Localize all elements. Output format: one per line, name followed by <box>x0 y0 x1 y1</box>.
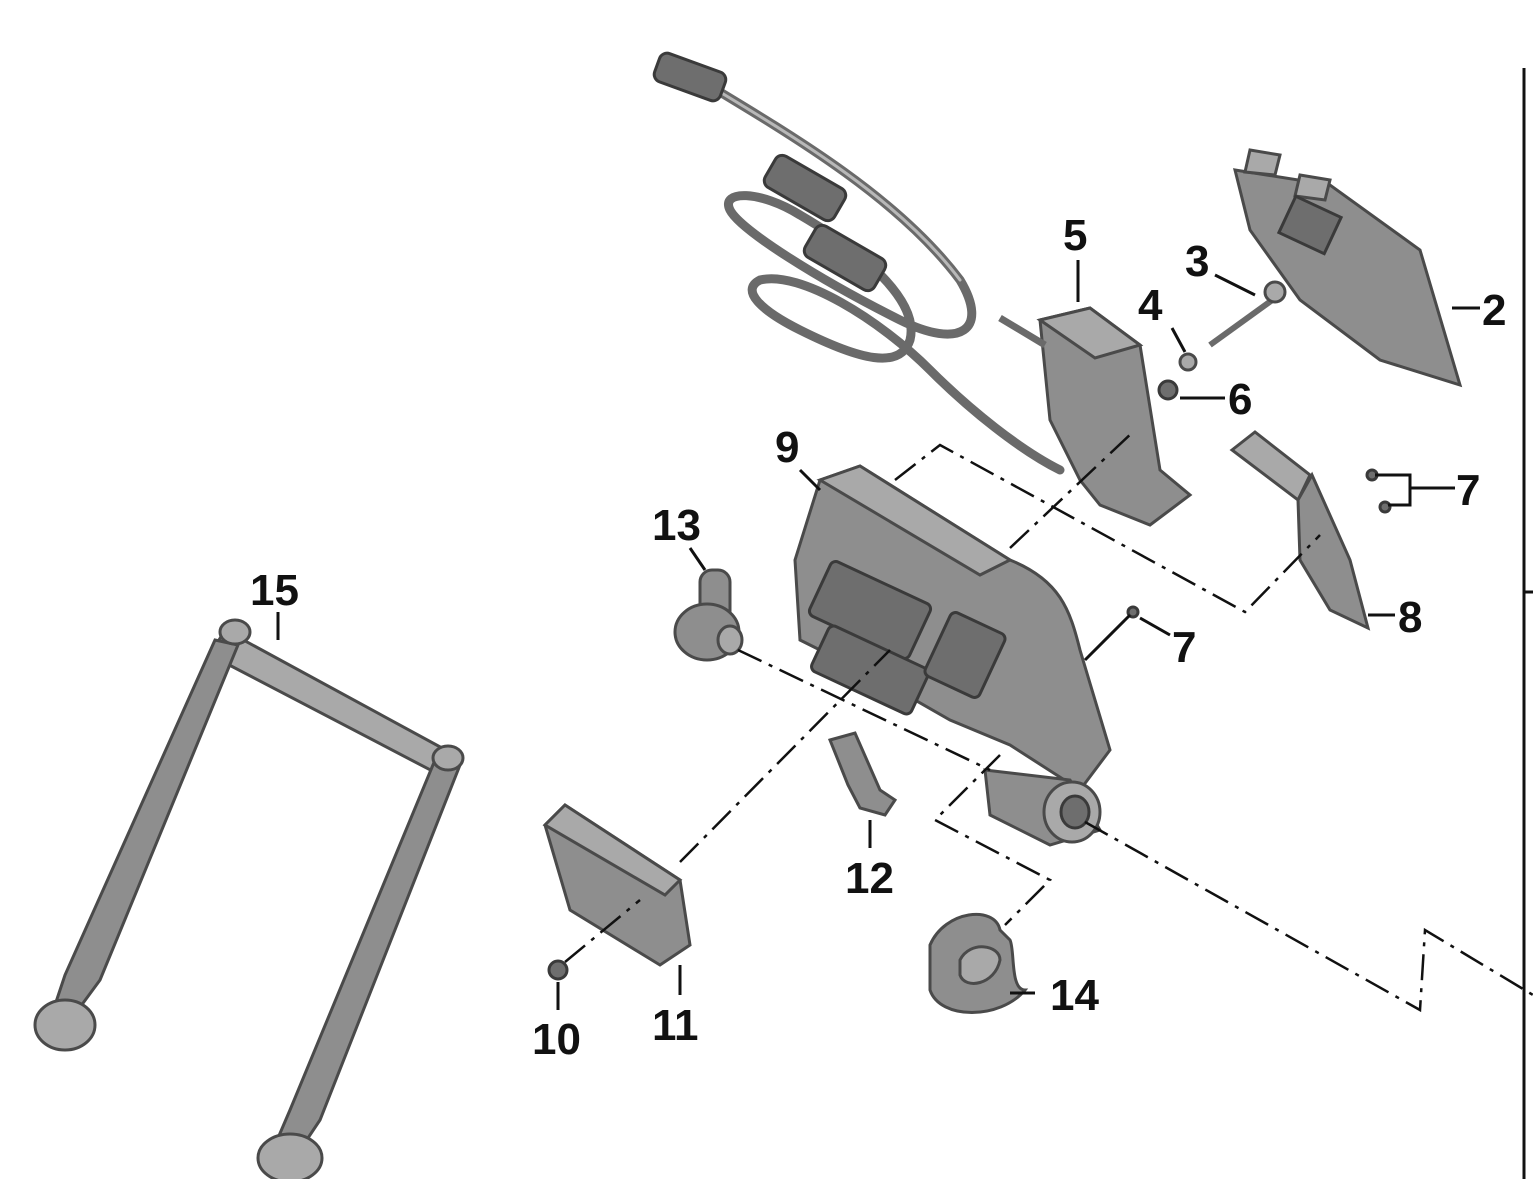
part-7-screw-lower <box>1126 605 1140 619</box>
part-2-holder-plate <box>1232 148 1463 388</box>
part-13-knob <box>673 568 744 662</box>
part-8-arm-bracket <box>1229 430 1392 631</box>
callout-8: 8 <box>1398 593 1422 642</box>
callout-9: 9 <box>775 423 799 472</box>
part-3-long-screw <box>1208 280 1287 348</box>
cable-plug-mid <box>762 153 848 223</box>
callout-13: 13 <box>652 501 701 550</box>
callout-3: 3 <box>1185 237 1209 286</box>
callout-14: 14 <box>1050 971 1099 1020</box>
part-14-cap <box>928 913 1029 1014</box>
part-6-nut <box>1157 379 1179 401</box>
assembly-axes <box>564 429 1533 1013</box>
callout-12: 12 <box>845 854 894 903</box>
callout-11: 11 <box>652 1001 699 1050</box>
callout-6: 6 <box>1228 375 1252 424</box>
part-11-plate <box>542 803 692 967</box>
cable-plug-lower <box>802 223 888 293</box>
part-7-screw-upper-b <box>1378 500 1392 514</box>
cable-assembly <box>652 51 1065 475</box>
part-4-washer <box>1178 352 1198 372</box>
callout-5: 5 <box>1063 211 1087 260</box>
callout-10: 10 <box>532 1015 581 1064</box>
callout-7-upper: 7 <box>1456 466 1480 515</box>
callout-4: 4 <box>1138 281 1163 330</box>
part-9-housing <box>793 464 1140 793</box>
housing-pivot-barrel <box>983 768 1103 847</box>
part-15-handle-frame <box>33 618 465 1179</box>
leader-lines <box>276 260 1480 1010</box>
part-12-clip <box>827 731 898 817</box>
part-5-cradle-bracket <box>998 306 1193 527</box>
cable-plug-top <box>652 51 728 103</box>
part-10-nut <box>547 959 569 981</box>
callout-7-lower: 7 <box>1172 623 1196 672</box>
callout-2: 2 <box>1482 286 1506 335</box>
callout-15: 15 <box>250 566 299 615</box>
